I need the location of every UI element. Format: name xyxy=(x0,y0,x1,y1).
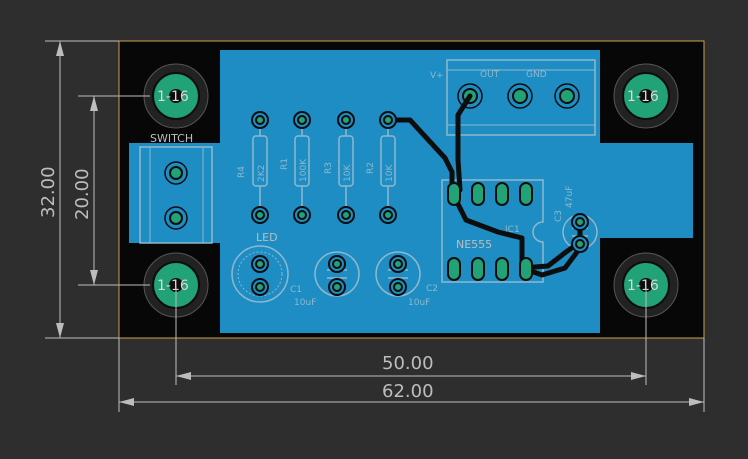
ic1-footprint xyxy=(441,179,544,283)
vplus-label: V+ xyxy=(430,71,444,81)
switch-terminal-block xyxy=(139,146,213,244)
resistor-r3 xyxy=(338,120,354,215)
dimension-height-inner: 20.00 xyxy=(72,168,93,220)
gnd-label: GND xyxy=(526,70,547,80)
mount-hole-top-left xyxy=(143,63,209,129)
ic1-part: NE555 xyxy=(456,238,492,251)
r3-label: R3 xyxy=(324,162,334,174)
r3-value: 10K xyxy=(343,164,353,182)
r1-label: R1 xyxy=(280,158,290,170)
r2-value: 10K xyxy=(385,164,395,182)
mount-hole-label-br: 1-16 xyxy=(627,278,659,294)
dimension-width-outer: 62.00 xyxy=(382,381,434,402)
ic1-label: IC1 xyxy=(505,225,520,235)
r4-label: R4 xyxy=(237,166,247,178)
c2-label: C2 xyxy=(426,284,438,294)
ic1-pads xyxy=(447,182,533,281)
c1-value: 10uF xyxy=(294,298,316,308)
led-cap-pads xyxy=(251,213,589,296)
dimension-width-inner: 50.00 xyxy=(382,353,434,374)
resistor-r2 xyxy=(380,120,396,215)
resistor-r1 xyxy=(294,120,310,215)
r4-value: 2K2 xyxy=(257,165,267,182)
copper-traces xyxy=(385,93,583,278)
led-footprint xyxy=(231,245,289,303)
mount-hole-top-right xyxy=(613,63,679,129)
mount-hole-label-bl: 1-16 xyxy=(157,278,189,294)
resistor-r4 xyxy=(252,120,268,215)
c3-value: 47uF xyxy=(565,186,575,208)
switch-label: SWITCH xyxy=(150,132,193,145)
out-label: OUT xyxy=(480,70,500,80)
led-label: LED xyxy=(256,231,278,244)
resistor-pads xyxy=(251,111,397,224)
mount-hole-label-tr: 1-16 xyxy=(627,89,659,105)
dimension-lines xyxy=(45,40,705,412)
r2-label: R2 xyxy=(366,162,376,174)
c2-value: 10uF xyxy=(408,298,430,308)
mount-hole-label-tl: 1-16 xyxy=(157,89,189,105)
c3-label: C3 xyxy=(554,210,564,222)
c1-label: C1 xyxy=(290,285,302,295)
r1-value: 100K xyxy=(299,158,309,182)
dimension-height-outer: 32.00 xyxy=(38,166,59,218)
